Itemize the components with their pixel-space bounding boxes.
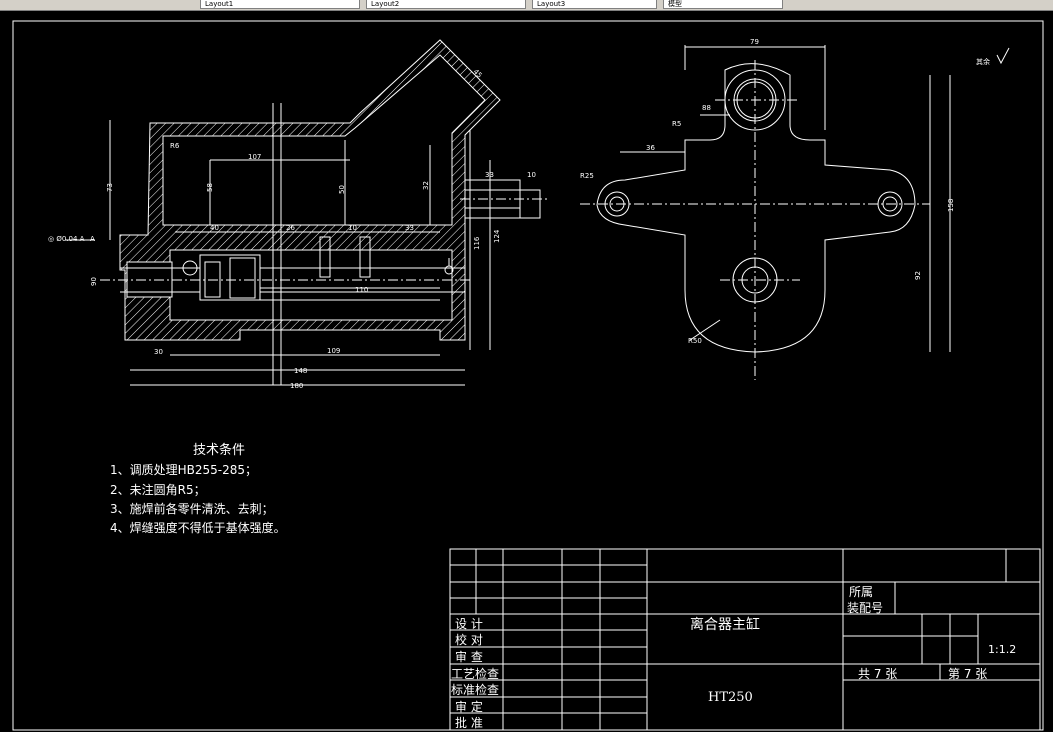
title-block-grid [449,548,1041,731]
dim-30: 30 [154,348,163,356]
role-standard-check: 标准检查 [451,683,500,697]
role-approve: 批 准 [455,716,483,730]
scale: 1:1.2 [988,643,1017,656]
front-dimensions: 107 58 40 26 10 33 73 50 32 33 10 124 11… [48,68,536,390]
dim-10: 10 [348,224,357,232]
role-design: 设 计 [455,617,483,631]
dim-45: 45 [472,68,484,80]
tab-model[interactable]: 模型 [663,0,783,9]
dim-88: 88 [702,104,711,112]
tab-layout1[interactable]: Layout1 [200,0,360,9]
dim-148: 148 [294,367,307,375]
layout-tab-bar: Layout1 Layout2 Layout3 模型 [0,0,1053,11]
dim-32: 32 [422,181,430,190]
drawing-canvas[interactable]: 107 58 40 26 10 33 73 50 32 33 10 124 11… [0,11,1053,732]
total-sheets: 共 7 张 [858,667,898,681]
dim-107: 107 [248,153,261,161]
dim-109: 109 [327,347,340,355]
dim-124: 124 [493,229,501,243]
dim-r6: R6 [170,142,180,150]
material: HT250 [708,690,753,705]
dim-90: 90 [90,277,98,286]
datum-a: A [90,235,95,243]
notes-title: 技术条件 [193,443,246,458]
dim-33: 33 [405,224,414,232]
note-item-3: 3、施焊前各零件清洗、去刺； [110,502,274,516]
note-item-2: 2、未注圆角R5； [110,483,206,497]
side-view [580,45,951,380]
dim-73: 73 [106,183,114,192]
dim-10b: 10 [527,171,536,179]
dim-40: 40 [210,224,219,232]
dim-180: 180 [290,382,303,390]
role-approve-set: 审 定 [455,700,483,714]
geometric-tolerance: ◎ Ø0.04 A [48,235,85,243]
note-item-1: 1、调质处理HB255-285； [110,463,258,477]
dim-r25: R25 [580,172,594,180]
dim-58: 58 [206,183,214,192]
dim-79: 79 [750,38,759,46]
role-check: 校 对 [455,633,483,647]
dim-158: 158 [947,199,955,212]
front-section-view [65,39,550,386]
dim-33b: 33 [485,171,494,179]
dim-26: 26 [286,224,295,232]
tab-layout3[interactable]: Layout3 [532,0,657,9]
tab-layout2[interactable]: Layout2 [366,0,526,9]
dim-110: 110 [355,286,368,294]
dim-r50: R50 [688,337,702,345]
role-review: 审 查 [455,650,483,664]
sheet-number: 第 7 张 [948,667,988,681]
assembly-no-label: 装配号 [847,601,884,615]
dim-50: 50 [338,185,346,194]
note-item-4: 4、焊缝强度不得低于基体强度。 [110,521,286,535]
dim-36: 36 [646,144,655,152]
cad-drawing: 107 58 40 26 10 33 73 50 32 33 10 124 11… [12,20,1044,731]
dim-116: 116 [473,236,481,250]
dim-r5: R5 [672,120,681,128]
dim-92: 92 [914,271,922,280]
role-process-check: 工艺检查 [451,667,500,681]
part-name: 离合器主缸 [690,617,760,633]
belong-label: 所属 [849,585,874,599]
roughness-label: 其余 [976,57,990,66]
side-dimensions: 79 88 36 158 92 R25 R5 R50 其余 [580,38,990,345]
